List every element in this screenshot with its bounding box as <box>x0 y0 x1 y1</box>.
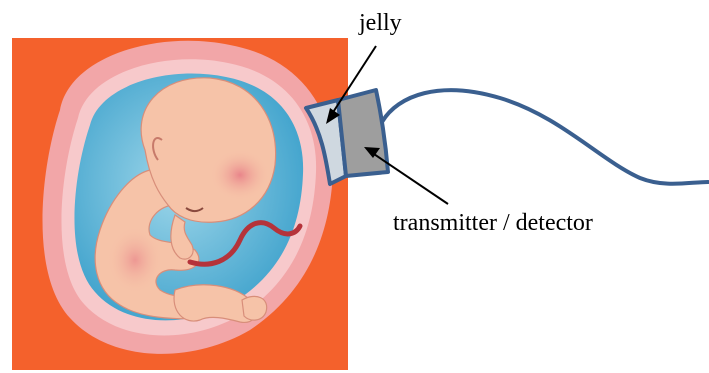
transmitter-detector-probe <box>338 90 388 176</box>
probe-cable <box>382 90 708 184</box>
label-transmitter-detector: transmitter / detector <box>393 210 593 236</box>
label-jelly: jelly <box>358 10 402 36</box>
fetus-back-shading <box>107 226 163 294</box>
pointer-transmitter <box>368 150 448 204</box>
fetus-foot <box>242 296 267 320</box>
fetus-head-shading <box>210 149 270 201</box>
